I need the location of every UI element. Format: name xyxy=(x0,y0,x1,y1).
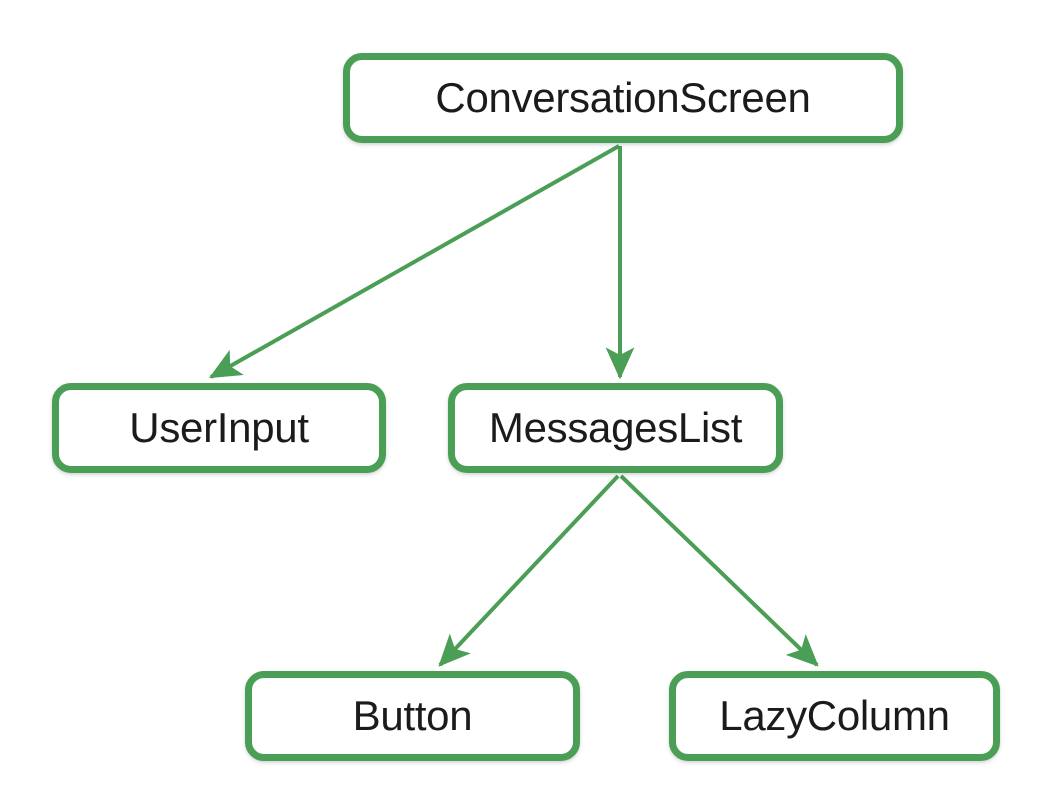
node-label: Button xyxy=(352,692,473,739)
node-userinput[interactable]: UserInput xyxy=(52,383,386,473)
node-button[interactable]: Button xyxy=(245,671,580,761)
node-label: UserInput xyxy=(129,404,309,451)
node-label: LazyColumn xyxy=(719,692,950,739)
edge-messageslist-lazycolumn xyxy=(619,474,819,667)
node-lazycolumn[interactable]: LazyColumn xyxy=(669,671,1000,761)
node-conversationscreen[interactable]: ConversationScreen xyxy=(343,53,903,143)
edge-conversationscreen-userinput xyxy=(208,144,620,379)
edge-messageslist-button xyxy=(438,474,620,667)
node-label: MessagesList xyxy=(488,404,743,451)
node-messageslist[interactable]: MessagesList xyxy=(448,383,783,473)
node-label: ConversationScreen xyxy=(435,74,811,121)
